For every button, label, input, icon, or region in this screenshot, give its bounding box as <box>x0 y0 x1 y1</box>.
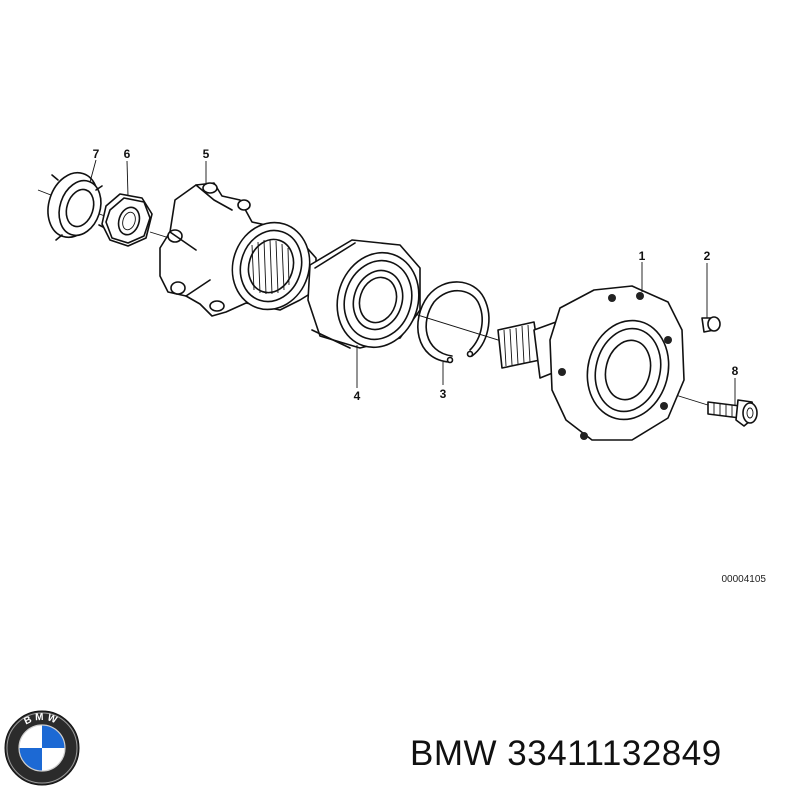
flange-housing-part-5 <box>159 182 317 317</box>
callout-1: 1 <box>639 249 646 263</box>
callout-2: 2 <box>704 249 711 263</box>
wheel-bearing-part-4 <box>307 239 421 349</box>
diagram-reference-code: 00004105 <box>722 574 767 585</box>
hex-nut-part-6 <box>101 193 153 247</box>
small-bolt-part-2 <box>701 316 721 333</box>
leader-line-6 <box>126 160 129 197</box>
part-number: 33411132849 <box>507 734 722 773</box>
callout-3: 3 <box>440 387 447 401</box>
circlip-part-3 <box>417 281 490 364</box>
logo-letters: BMW <box>22 712 61 728</box>
part-number-title: BMW 33411132849 <box>410 734 722 774</box>
wheel-hub-part-1 <box>497 285 685 441</box>
callout-7: 7 <box>93 147 100 161</box>
callout-6: 6 <box>124 147 131 161</box>
callout-8: 8 <box>732 364 739 378</box>
lock-nut-part-7 <box>47 171 106 241</box>
bmw-roundel-icon: BMW <box>4 710 80 786</box>
callout-5: 5 <box>203 147 210 161</box>
cap-screw-part-8 <box>707 399 758 427</box>
callout-4: 4 <box>354 389 361 403</box>
part-brand: BMW <box>410 734 498 773</box>
leader-line-7 <box>89 159 97 183</box>
